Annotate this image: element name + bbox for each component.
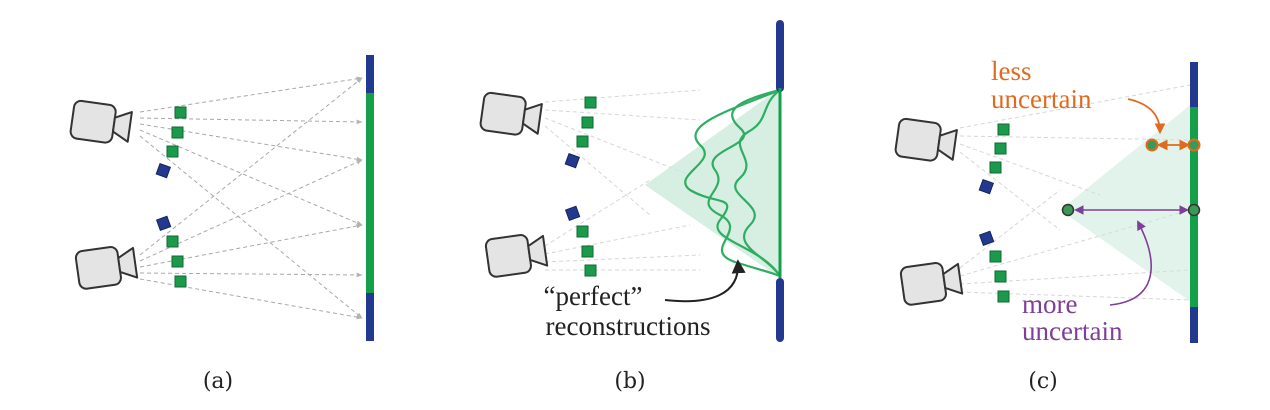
pixel-square	[989, 250, 1002, 263]
camera-icon	[74, 246, 139, 290]
pixel-square	[584, 96, 597, 109]
pixel-square	[155, 162, 171, 179]
wall-blue-bottom	[1190, 307, 1198, 343]
annotation-uncertain-bottom: uncertain	[1022, 316, 1123, 346]
pixel-square	[576, 225, 589, 238]
panel-b-rays	[544, 89, 701, 271]
reconstruction-region	[645, 88, 780, 278]
pixel-square	[978, 178, 994, 195]
wall-blue-top	[1190, 62, 1198, 107]
panel-b: “perfect” reconstructions (b)	[479, 20, 784, 394]
panel-caption: (c)	[1028, 369, 1058, 394]
pixel-square	[584, 264, 597, 277]
pixel-square	[997, 123, 1010, 136]
pixel-square	[576, 135, 589, 148]
pixel-square	[174, 275, 187, 288]
panel-caption: (b)	[614, 369, 645, 394]
panel-caption: (a)	[203, 369, 233, 394]
uncertainty-region	[1060, 102, 1194, 304]
pixel-square	[155, 215, 172, 231]
wall-blue-bottom	[366, 293, 374, 341]
more-uncertain-pointer	[1109, 220, 1152, 306]
pixel-square	[171, 126, 184, 139]
pixel-square	[994, 270, 1007, 283]
more-uncertain-wall-point	[1187, 203, 1201, 217]
annotation-more: more	[1022, 289, 1077, 319]
pixel-square	[989, 161, 1002, 174]
wall-green	[366, 93, 374, 293]
less-uncertain-pointer	[1127, 98, 1166, 135]
less-uncertain-wall-point	[1187, 138, 1201, 152]
pixel-square	[171, 255, 184, 268]
annotation-reconstructions: reconstructions	[546, 311, 711, 341]
annotation-less: less	[991, 56, 1032, 86]
pixel-square	[581, 245, 594, 258]
annotation-perfect: “perfect”	[544, 281, 643, 311]
pixel-square	[997, 290, 1010, 303]
wall-blue-top	[366, 55, 374, 93]
camera-icon	[899, 262, 964, 306]
pixel-square	[564, 152, 580, 169]
panel-a: (a)	[69, 55, 374, 394]
pixel-square	[166, 235, 179, 248]
panel-a-rays	[139, 76, 363, 320]
pixel-square	[581, 116, 594, 129]
annotation-uncertain-top: uncertain	[991, 84, 1092, 114]
panel-c: less uncertain more uncertain (c)	[894, 56, 1201, 394]
pixel-square	[166, 145, 179, 158]
camera-icon	[479, 91, 543, 136]
more-uncertain-point	[1061, 203, 1075, 217]
pixel-square	[174, 106, 187, 119]
annotation-arrow	[664, 259, 746, 303]
camera-icon	[484, 234, 549, 278]
camera-icon	[69, 99, 133, 144]
camera-icon	[894, 117, 958, 162]
pixel-square	[978, 230, 995, 246]
less-uncertain-point	[1145, 138, 1159, 152]
pixel-square	[994, 142, 1007, 155]
pixel-square	[564, 205, 581, 221]
